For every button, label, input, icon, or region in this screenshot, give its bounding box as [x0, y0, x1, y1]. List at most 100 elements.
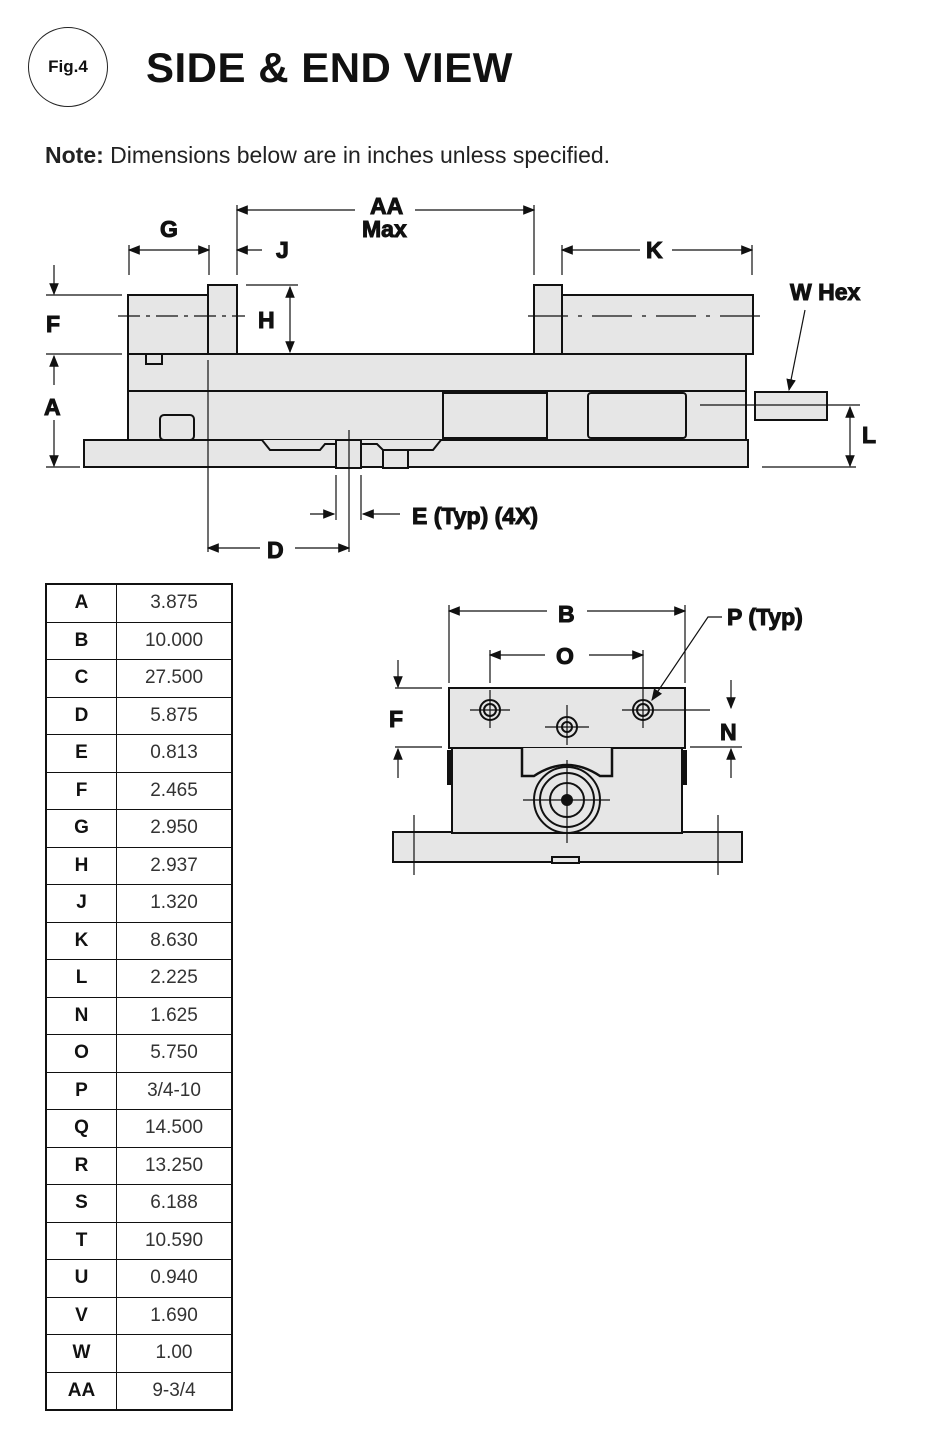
label-o: O [556, 643, 574, 669]
movable-jaw [561, 294, 754, 355]
dimension-value: 1.690 [116, 1296, 233, 1335]
dimension-key: E [45, 734, 117, 773]
dimension-key: P [45, 1071, 117, 1110]
dimension-value: 1.00 [116, 1334, 233, 1373]
dimension-key: W [45, 1334, 117, 1373]
dimension-value: 5.875 [116, 696, 233, 735]
label-h: H [258, 307, 275, 333]
movable-jaw-plate [533, 284, 563, 355]
dimension-value: 5.750 [116, 1034, 233, 1073]
dimension-value: 1.625 [116, 996, 233, 1035]
dimension-key: J [45, 884, 117, 923]
label-j: J [276, 237, 289, 263]
dimension-key: C [45, 659, 117, 698]
label-k: K [646, 237, 663, 263]
label-d: D [267, 537, 284, 563]
key-slot [159, 414, 195, 441]
label-aa: AA [370, 193, 403, 219]
dimension-key: K [45, 921, 117, 960]
dimension-value: 2.950 [116, 809, 233, 848]
dimension-value: 2.225 [116, 959, 233, 998]
label-f: F [46, 311, 60, 337]
dimension-value: 14.500 [116, 1109, 233, 1148]
dimension-key: D [45, 696, 117, 735]
page-title: SIDE & END VIEW [146, 44, 513, 91]
end-view: B P (Typ) O F N [389, 601, 803, 875]
dimension-value: 27.500 [116, 659, 233, 698]
dimension-value: 0.940 [116, 1259, 233, 1298]
side-view: G AA Max J K W Hex F H A L E (Typ) (4X) … [44, 193, 877, 564]
dimension-key: L [45, 959, 117, 998]
dimension-value: 8.630 [116, 921, 233, 960]
dimension-value: 3.875 [116, 583, 233, 623]
label-g: G [160, 216, 178, 242]
note-text: Dimensions below are in inches unless sp… [110, 142, 611, 168]
note-label: Note: [45, 142, 104, 168]
bolt2 [382, 449, 409, 469]
label-p-typ: P (Typ) [727, 604, 803, 630]
label-aa-max: Max [362, 216, 407, 242]
dimension-key: T [45, 1221, 117, 1260]
label-w-hex: W Hex [790, 279, 861, 305]
screw-hex [754, 391, 828, 421]
dimension-value: 6.188 [116, 1184, 233, 1223]
dimension-key: G [45, 809, 117, 848]
rail [127, 353, 747, 392]
dimension-value: 2.937 [116, 846, 233, 885]
label-b: B [558, 601, 575, 627]
dimension-key: U [45, 1259, 117, 1298]
label-f-end: F [389, 706, 403, 732]
label-a: A [44, 394, 61, 420]
dimension-key: N [45, 996, 117, 1035]
dimension-key: O [45, 1034, 117, 1073]
note: Note: Dimensions below are in inches unl… [45, 142, 610, 169]
figure-label: Fig.4 [28, 27, 108, 107]
label-l: L [862, 422, 876, 448]
dimension-value: 0.813 [116, 734, 233, 773]
dimension-key: AA [45, 1371, 117, 1411]
fixed-jaw-plate [207, 284, 238, 355]
label-n: N [720, 719, 737, 745]
fixed-jaw [127, 294, 209, 355]
dimension-value: 10.590 [116, 1221, 233, 1260]
label-e: E (Typ) (4X) [412, 503, 538, 529]
screw-housing [587, 392, 687, 439]
dimension-key: S [45, 1184, 117, 1223]
dimension-value: 1.320 [116, 884, 233, 923]
dimension-key: H [45, 846, 117, 885]
dimension-key: V [45, 1296, 117, 1335]
dimension-key: R [45, 1146, 117, 1185]
dimension-key: F [45, 771, 117, 810]
dimension-key: B [45, 621, 117, 660]
dimension-key: A [45, 583, 117, 623]
nut-block [442, 392, 548, 439]
dimension-value: 3/4-10 [116, 1071, 233, 1110]
dimension-value: 10.000 [116, 621, 233, 660]
dimension-value: 13.250 [116, 1146, 233, 1185]
dimension-value: 2.465 [116, 771, 233, 810]
dimension-value: 9-3/4 [116, 1371, 233, 1411]
